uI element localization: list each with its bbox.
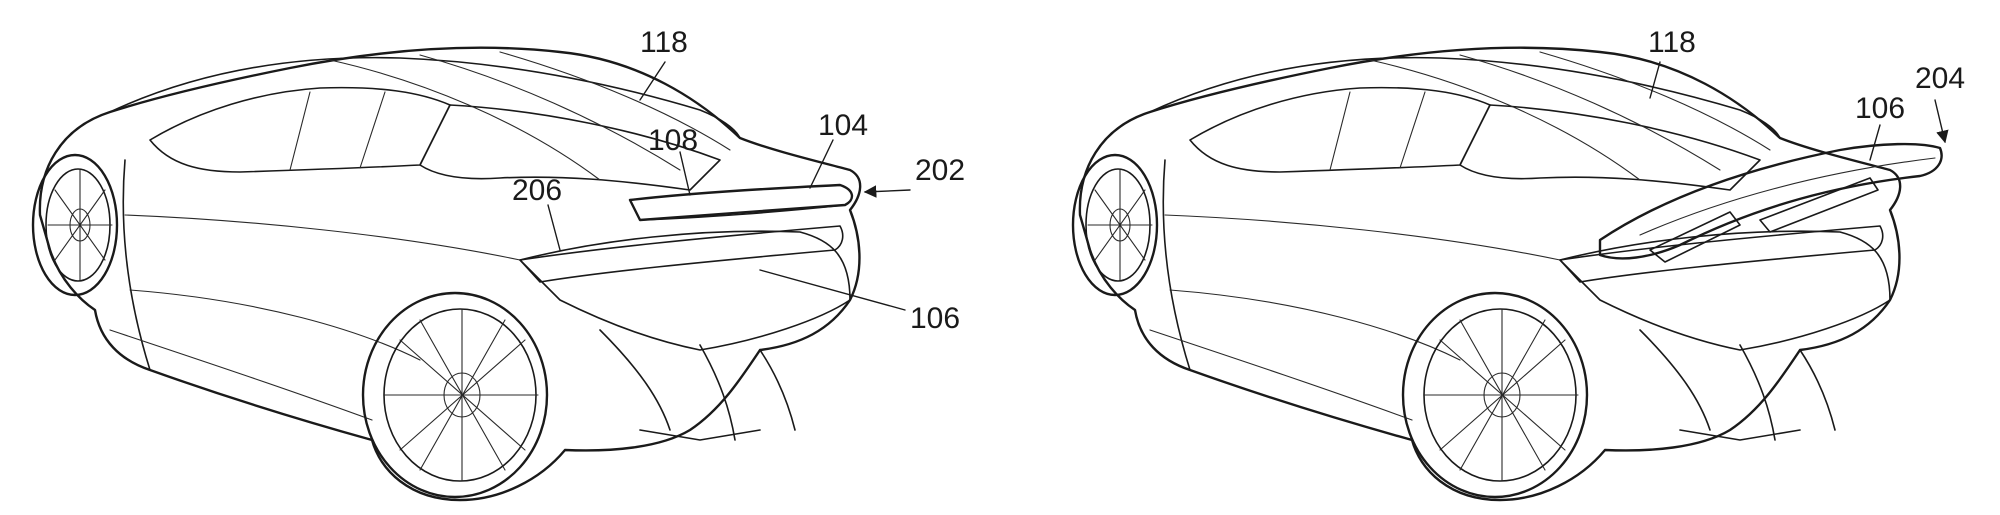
right-side-sweep: [1164, 214, 1561, 361]
left-roof-contour-3: [499, 51, 731, 151]
leader-right-118: [1649, 61, 1661, 99]
right-spoiler-chord: [1639, 157, 1936, 236]
leader-left-118: [639, 61, 666, 101]
right-rear-glass: [1459, 104, 1761, 191]
left-rocker: [109, 329, 373, 421]
right-roof-contour-3: [1539, 51, 1771, 151]
right-window-pillar: [1329, 91, 1426, 171]
left-tail-light: [519, 225, 844, 283]
right-spoiler-deployed: [1598, 142, 1943, 260]
right-leaders: [1649, 61, 1949, 161]
left-car-view: [31, 46, 862, 502]
right-spoiler-stanchion-1: [1649, 211, 1741, 263]
label-right-118: 118: [1648, 26, 1696, 59]
left-roof-contour-1: [329, 59, 601, 181]
label-left-106: 106: [910, 302, 960, 335]
leader-left-202: [863, 185, 911, 198]
right-diffuser: [1639, 329, 1836, 441]
left-roof-line: [109, 56, 741, 139]
right-car-body-outline: [1078, 46, 1902, 502]
right-front-wheel: [1071, 153, 1159, 297]
leader-left-106: [759, 269, 906, 311]
left-leaders: [547, 61, 911, 311]
left-side-sweep: [124, 214, 521, 361]
left-rear-glass: [419, 104, 721, 191]
label-left-104: 104: [818, 109, 868, 142]
leader-right-106: [1869, 124, 1881, 161]
leader-left-104: [809, 139, 834, 189]
leader-left-206: [547, 204, 561, 251]
right-roof-line: [1149, 56, 1781, 139]
left-spoiler-edge: [639, 204, 846, 221]
label-right-204: 204: [1915, 62, 1965, 95]
right-spoiler-stanchion-2: [1759, 177, 1879, 233]
right-roof-contour-1: [1369, 59, 1641, 181]
left-diffuser: [599, 329, 796, 441]
label-left-118: 118: [640, 26, 688, 59]
left-spoiler-retracted: [628, 183, 854, 222]
left-front-wheel: [31, 153, 119, 297]
right-rocker: [1149, 329, 1413, 421]
left-window-pillar: [289, 91, 386, 171]
right-rear-wheel: [1401, 291, 1589, 499]
label-left-206: 206: [512, 174, 562, 207]
left-rear-wheel: [361, 291, 549, 499]
right-roof-contour-2: [1459, 54, 1721, 171]
right-tail-light: [1559, 225, 1884, 283]
right-rear-fascia: [1559, 230, 1891, 351]
label-left-108: 108: [648, 124, 698, 157]
right-car-view: [1071, 46, 1943, 502]
left-roof-contour-2: [419, 54, 681, 171]
label-left-202: 202: [915, 154, 965, 187]
label-right-106: 106: [1855, 92, 1905, 125]
leader-right-204: [1934, 99, 1949, 144]
left-rear-fascia: [519, 230, 851, 351]
leader-left-108: [679, 151, 691, 196]
left-car-body-outline: [38, 46, 862, 502]
